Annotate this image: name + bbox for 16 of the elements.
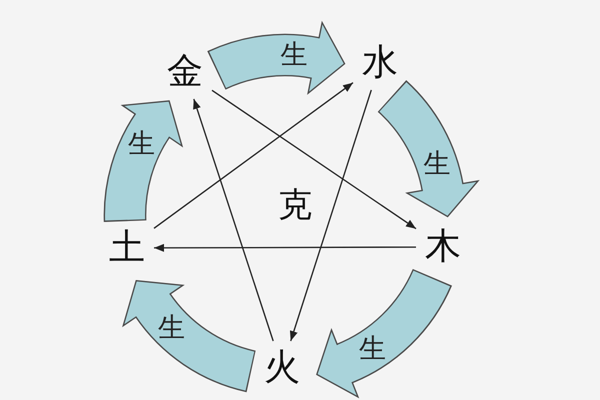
element-label: 金	[161, 48, 209, 96]
arrow	[154, 82, 354, 229]
edge-label: 生	[128, 130, 156, 158]
edge-label: 生	[280, 42, 308, 69]
element-label: 火	[258, 344, 306, 392]
element-label: 木	[419, 223, 467, 271]
arrow	[193, 98, 274, 342]
element-label: 土	[103, 224, 151, 272]
edge-label: 生	[158, 314, 186, 342]
arrow	[154, 244, 416, 252]
edge-label: 生	[423, 150, 450, 178]
edge-label: 生	[358, 335, 386, 362]
element-label: 水	[356, 39, 404, 87]
arrow	[212, 90, 416, 230]
center-label: 克	[278, 188, 312, 222]
arrow	[290, 90, 372, 342]
